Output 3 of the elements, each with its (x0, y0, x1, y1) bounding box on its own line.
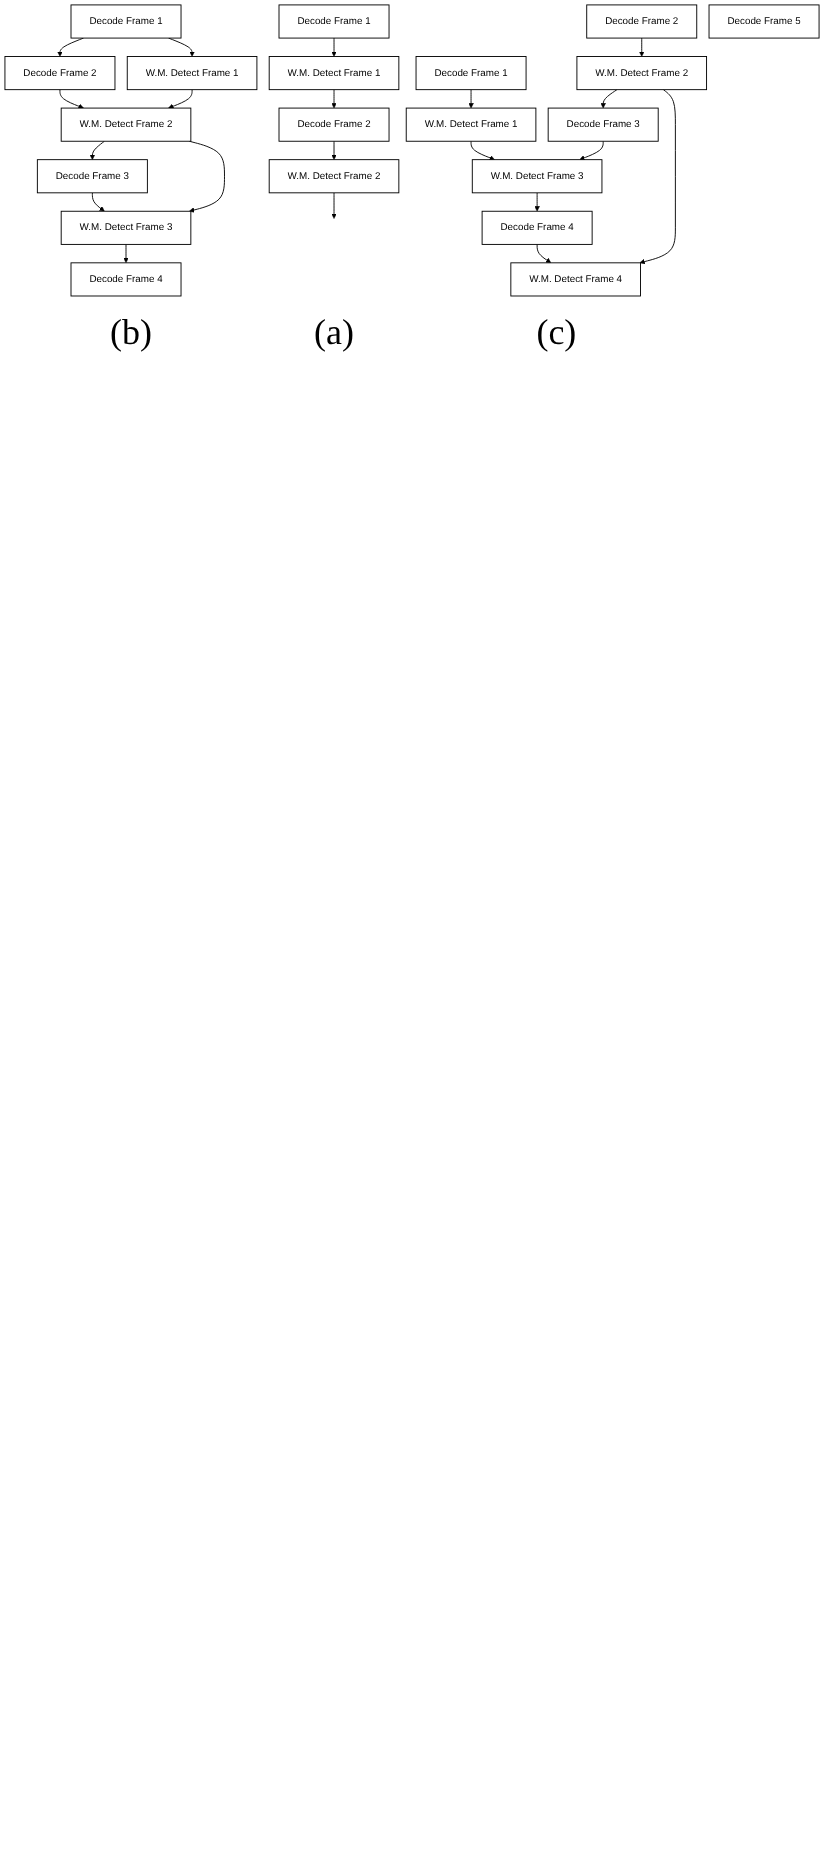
panel-label: (b) (109, 312, 152, 355)
panel-label: (a) (314, 312, 354, 355)
panel-label: (c) (536, 312, 577, 355)
